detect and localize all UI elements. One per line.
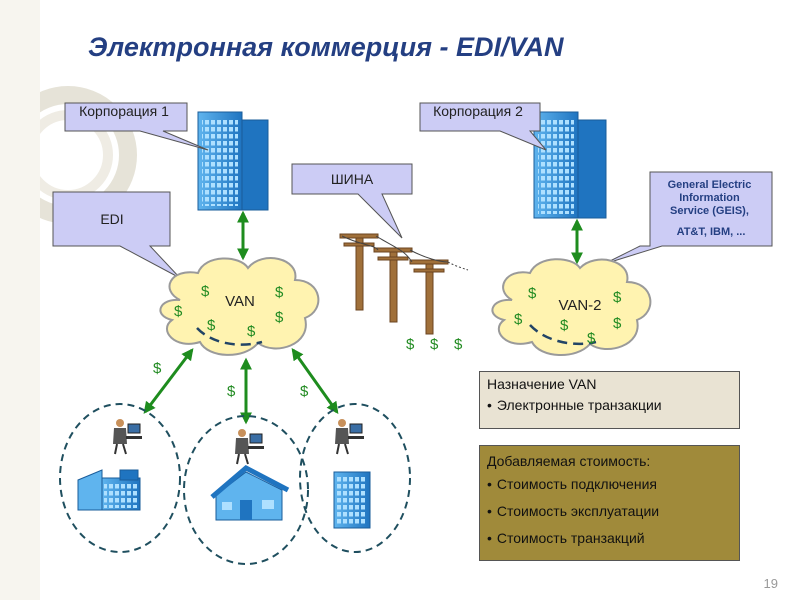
- dollar-sign: $: [153, 360, 162, 377]
- dollar-sign: $: [300, 383, 309, 400]
- person-computer-icon: [113, 419, 142, 455]
- dollar-sign: $: [613, 289, 622, 306]
- edi-label: EDI: [100, 211, 123, 227]
- dollar-sign: $: [430, 336, 439, 353]
- dollar-sign: $: [275, 284, 284, 301]
- van-purpose-heading: Назначение VAN: [487, 376, 597, 392]
- house-icon: [210, 465, 290, 521]
- arrow-van-customer3: [291, 348, 339, 414]
- list-item: Стоимость подключения: [483, 471, 739, 498]
- dollar-sign: $: [227, 383, 236, 400]
- dollar-sign: $: [514, 311, 523, 328]
- customer-group-1: [59, 403, 181, 553]
- dollar-sign: $: [454, 336, 463, 353]
- page-title: Электронная коммерция - EDI/VAN: [88, 32, 564, 62]
- van2-cloud: VAN-2 $ $ $ $ $ $: [491, 258, 652, 357]
- customer-group-3: [299, 403, 411, 553]
- building-corp1-icon: [197, 111, 269, 211]
- callout-corp2: Корпорация 2: [419, 102, 547, 151]
- bus-label: ШИНА: [331, 171, 374, 187]
- list-item: Электронные транзакции: [483, 394, 739, 416]
- callout-corp1: Корпорация 1: [64, 102, 209, 151]
- building-corp2-icon: [533, 111, 607, 219]
- person-computer-icon: [235, 429, 264, 465]
- corp1-label: Корпорация 1: [79, 103, 169, 119]
- corp2-label: Корпорация 2: [433, 103, 523, 119]
- list-item: Стоимость транзакций: [483, 525, 739, 552]
- small-office-icon: [77, 469, 141, 511]
- van2-label: VAN-2: [558, 297, 601, 314]
- added-value-list: Стоимость подключения Стоимость эксплуат…: [480, 471, 739, 552]
- dollar-sign: $: [207, 317, 216, 334]
- person-computer-icon: [335, 419, 364, 455]
- slide-number: 19: [764, 576, 778, 591]
- dollar-sign: $: [528, 285, 537, 302]
- callout-edi: EDI: [52, 191, 181, 279]
- dollar-sign: $: [174, 303, 183, 320]
- list-item: Стоимость эксплуатации: [483, 498, 739, 525]
- dollar-sign: $: [406, 336, 415, 353]
- added-value-heading: Добавляемая стоимость:: [487, 453, 651, 469]
- callout-geis: General Electric Information Service (GE…: [603, 171, 773, 265]
- customer-group-2: [183, 415, 309, 565]
- telephone-poles-icon: [339, 233, 469, 335]
- van-cloud: VAN $ $ $ $ $ $: [159, 257, 320, 356]
- office-tower-icon: [333, 471, 371, 529]
- van-purpose-box: Назначение VAN Электронные транзакции: [479, 371, 740, 429]
- dollar-sign: $: [275, 309, 284, 326]
- dollar-sign: $: [613, 315, 622, 332]
- callout-bus: ШИНА: [291, 163, 413, 239]
- dollar-sign: $: [247, 323, 256, 340]
- arrow-van-customer1: [143, 348, 194, 414]
- van-purpose-list: Электронные транзакции: [480, 394, 739, 416]
- geis-label: General Electric Information Service (GE…: [668, 179, 755, 238]
- added-value-box: Добавляемая стоимость: Стоимость подключ…: [479, 445, 740, 561]
- dollar-sign: $: [560, 317, 569, 334]
- dollar-sign: $: [587, 330, 596, 347]
- van-label: VAN: [225, 293, 255, 310]
- dollar-sign: $: [201, 283, 210, 300]
